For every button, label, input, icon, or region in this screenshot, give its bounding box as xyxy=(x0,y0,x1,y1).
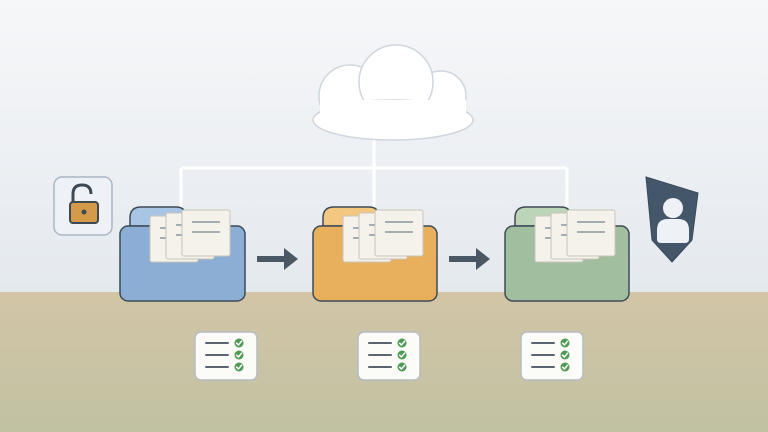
cloud-icon xyxy=(312,44,474,141)
arrow-right-icon xyxy=(449,248,490,270)
arrow-right-icon xyxy=(257,248,298,270)
checklist-icon xyxy=(194,331,258,381)
checklist-icon xyxy=(520,331,584,381)
unlocked-padlock-icon xyxy=(53,176,113,236)
folder-green-icon xyxy=(504,206,630,302)
user-shield-icon xyxy=(645,176,699,263)
checklist-icon xyxy=(357,331,421,381)
folder-orange-icon xyxy=(312,206,438,302)
cloud-connectors xyxy=(179,138,569,210)
folder-blue-icon xyxy=(119,206,246,302)
